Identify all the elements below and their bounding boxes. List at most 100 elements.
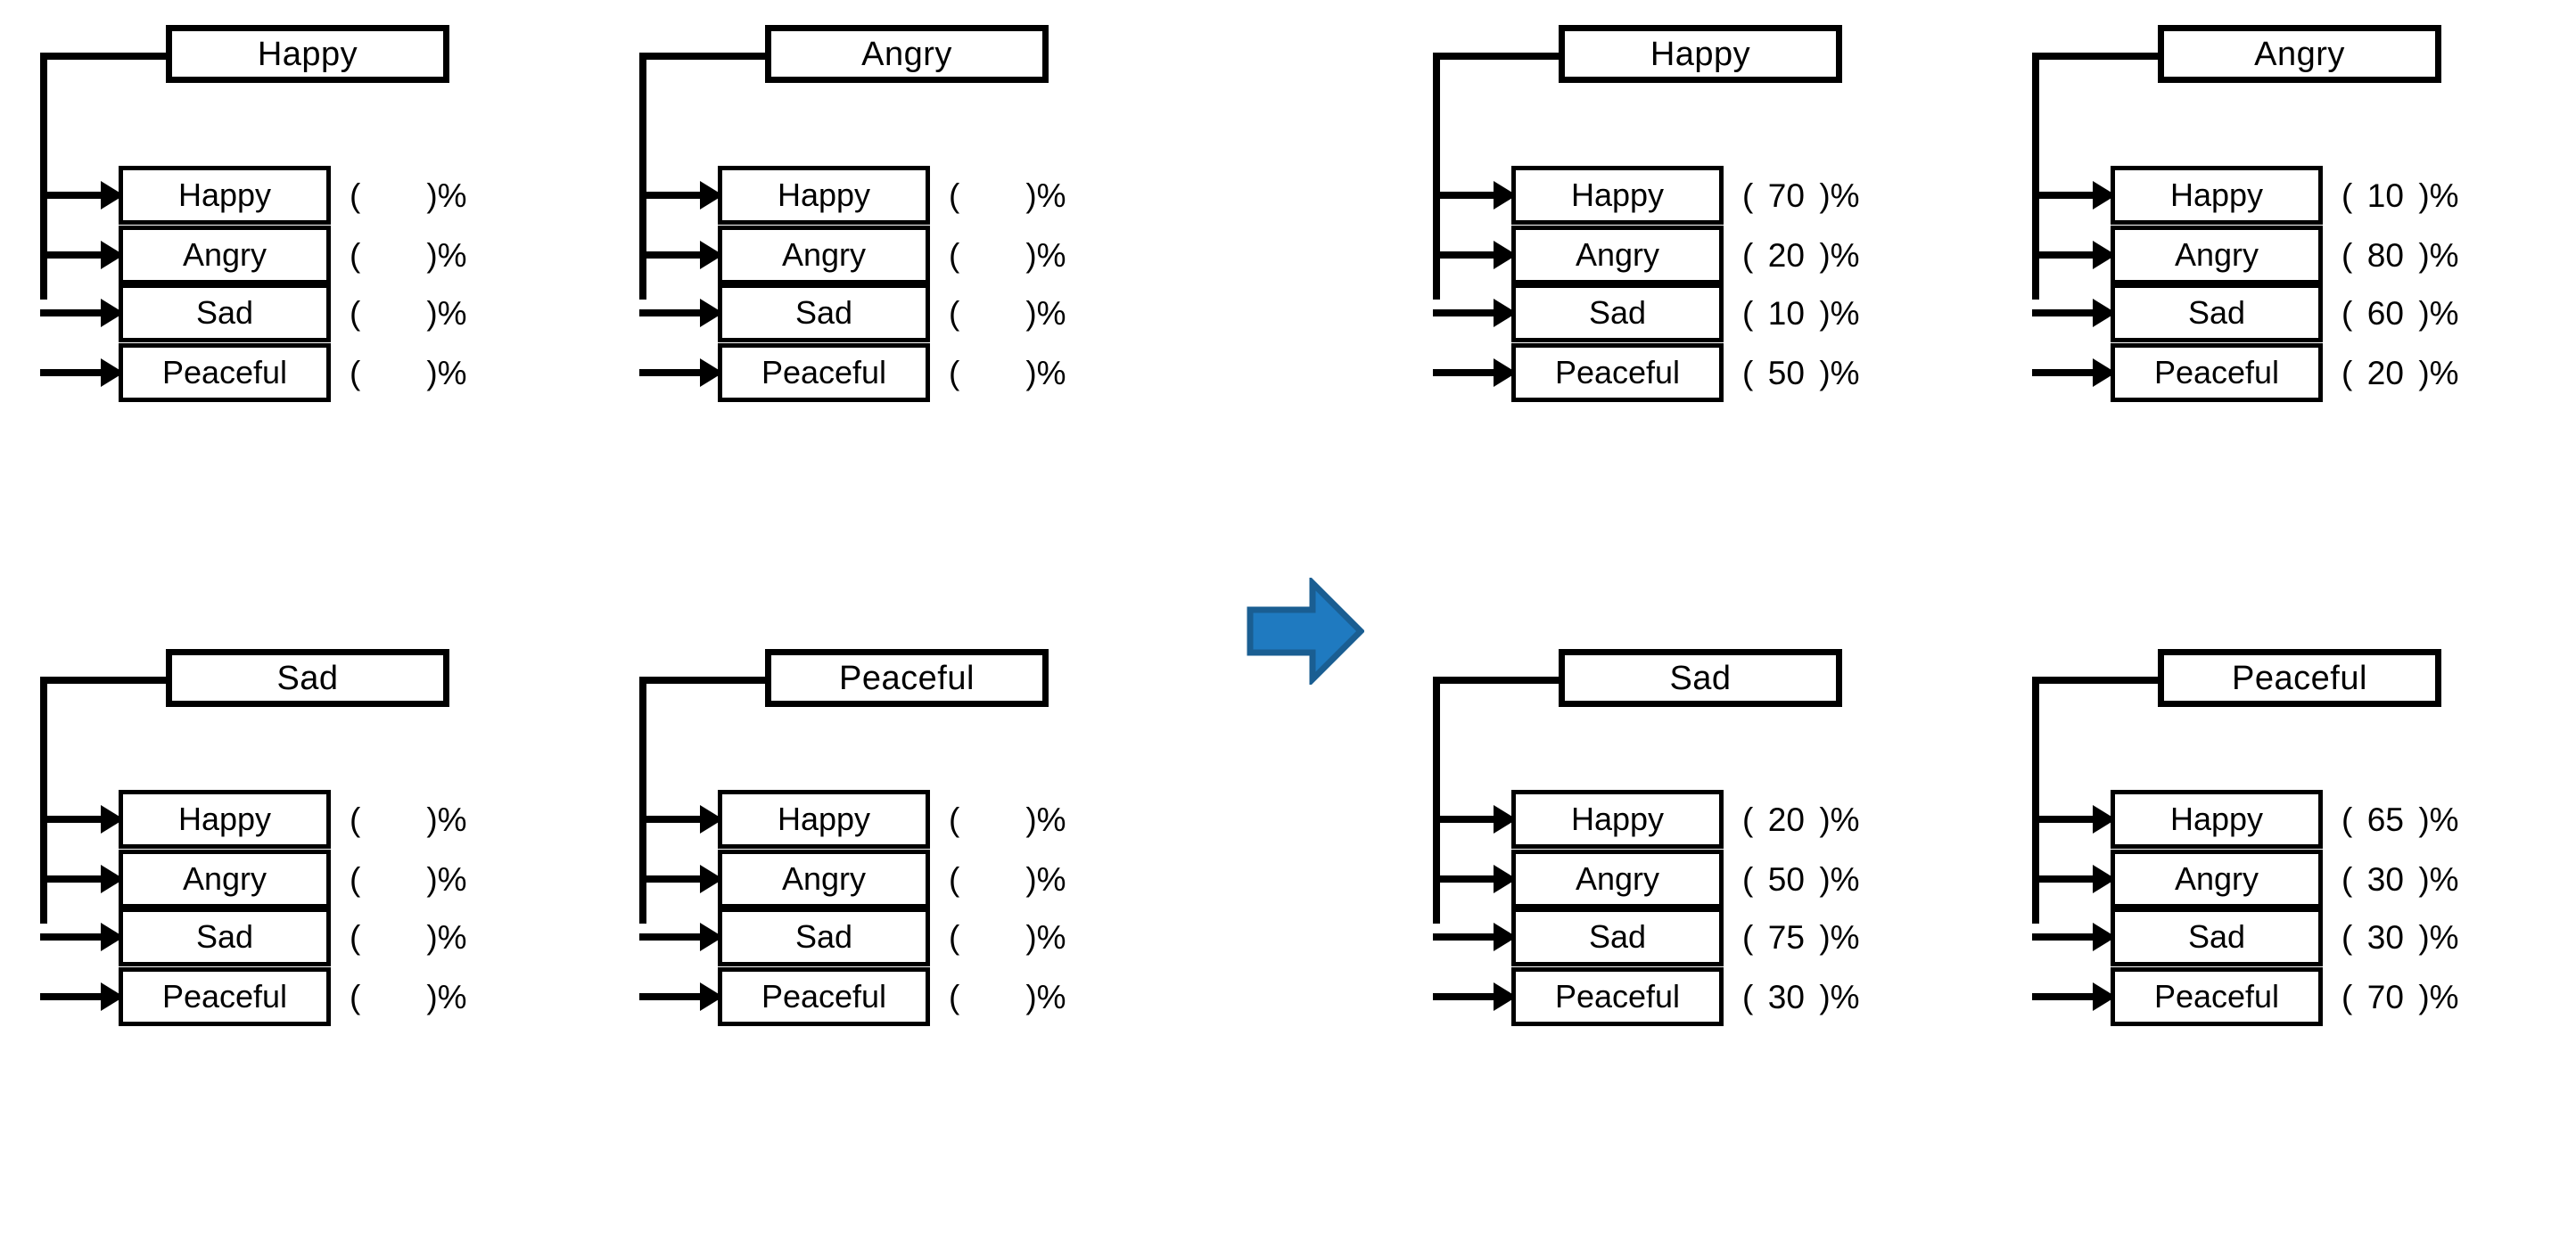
percent-field[interactable]: ()%	[350, 166, 555, 225]
connector-line	[40, 993, 108, 1000]
paren-open: (	[350, 354, 361, 391]
connector-trunk-top	[639, 677, 769, 684]
connector-line	[2032, 309, 2100, 316]
paren-open: (	[949, 236, 960, 274]
percent-value[interactable]: 10	[1767, 294, 1805, 332]
emotion-row-box: Angry	[718, 850, 930, 908]
percent-field[interactable]: ()%	[949, 166, 1154, 225]
emotion-row-label: Sad	[195, 294, 254, 331]
emotion-row-box: Happy	[718, 790, 930, 849]
paren-open: (	[350, 801, 361, 838]
percent-field[interactable]: ()%	[949, 850, 1154, 908]
paren-open: (	[949, 177, 960, 214]
emotion-row-label: Peaceful	[2153, 354, 2280, 390]
connector-line	[639, 933, 707, 941]
emotion-row-box: Angry	[1511, 226, 1724, 284]
connector-line	[2032, 251, 2100, 259]
connector-line	[40, 875, 108, 883]
group-header-box: Peaceful	[2158, 649, 2441, 707]
emotion-row-box: Sad	[718, 908, 930, 966]
emotion-row-label: Peaceful	[161, 978, 288, 1015]
paren-open: (	[2341, 978, 2353, 1015]
percent-value[interactable]: 10	[2366, 177, 2404, 214]
percent-value[interactable]: 20	[2366, 354, 2404, 391]
percent-value[interactable]: 70	[1767, 177, 1805, 214]
paren-open: (	[350, 177, 361, 214]
paren-close-percent: )%	[426, 978, 467, 1015]
connector-trunk	[40, 53, 47, 300]
percent-field[interactable]: ()%	[350, 283, 555, 342]
percent-field[interactable]: (30)%	[2341, 850, 2547, 908]
percent-field[interactable]: (50)%	[1742, 850, 1947, 908]
percent-value[interactable]: 20	[1767, 801, 1805, 838]
connector-line	[639, 369, 707, 376]
percent-value[interactable]: 70	[2366, 978, 2404, 1015]
emotion-row-label: Angry	[1575, 860, 1660, 897]
connector-line	[2032, 192, 2100, 199]
percent-value[interactable]: 50	[1767, 860, 1805, 898]
emotion-row-label: Angry	[182, 236, 267, 273]
group-header-box: Angry	[2158, 25, 2441, 83]
percent-field[interactable]: (10)%	[2341, 166, 2547, 225]
percent-field[interactable]: (70)%	[1742, 166, 1947, 225]
emotion-row-box: Peaceful	[2111, 343, 2323, 402]
percent-field[interactable]: (50)%	[1742, 343, 1947, 402]
group-header-label: Happy	[257, 35, 358, 73]
emotion-row-label: Sad	[2187, 294, 2246, 331]
percent-value[interactable]: 30	[2366, 860, 2404, 898]
percent-field[interactable]: ()%	[949, 908, 1154, 966]
percent-field[interactable]: (60)%	[2341, 283, 2547, 342]
paren-open: (	[2341, 860, 2353, 898]
connector-trunk-top	[1433, 53, 1562, 60]
emotion-row-box: Angry	[718, 226, 930, 284]
percent-value[interactable]: 30	[1767, 978, 1805, 1015]
percent-field[interactable]: (70)%	[2341, 967, 2547, 1026]
percent-field[interactable]: ()%	[350, 226, 555, 284]
paren-close-percent: )%	[1819, 177, 1860, 214]
percent-field[interactable]: (30)%	[2341, 908, 2547, 966]
connector-trunk-foot	[1433, 292, 1440, 300]
connector-trunk	[2032, 677, 2039, 924]
percent-field[interactable]: ()%	[350, 850, 555, 908]
percent-field[interactable]: ()%	[949, 343, 1154, 402]
percent-field[interactable]: (20)%	[1742, 226, 1947, 284]
group-header-label: Happy	[1650, 35, 1751, 73]
percent-value[interactable]: 30	[2366, 918, 2404, 956]
percent-value[interactable]: 75	[1767, 918, 1805, 956]
percent-value[interactable]: 60	[2366, 294, 2404, 332]
connector-trunk	[1433, 53, 1440, 300]
percent-field[interactable]: ()%	[949, 283, 1154, 342]
connector-trunk-foot	[2032, 916, 2039, 924]
paren-close-percent: )%	[1819, 354, 1860, 391]
group-header-box: Happy	[1559, 25, 1842, 83]
percent-field[interactable]: ()%	[949, 967, 1154, 1026]
paren-open: (	[2341, 177, 2353, 214]
percent-field[interactable]: ()%	[350, 908, 555, 966]
emotion-row-box: Sad	[2111, 283, 2323, 342]
percent-field[interactable]: ()%	[350, 967, 555, 1026]
percent-value[interactable]: 80	[2366, 236, 2404, 274]
percent-field[interactable]: (75)%	[1742, 908, 1947, 966]
paren-close-percent: )%	[1025, 236, 1066, 274]
percent-field[interactable]: (10)%	[1742, 283, 1947, 342]
percent-field[interactable]: ()%	[350, 790, 555, 849]
percent-field[interactable]: ()%	[350, 343, 555, 402]
percent-value[interactable]: 20	[1767, 236, 1805, 274]
connector-trunk-foot	[40, 292, 47, 300]
connector-line	[2032, 875, 2100, 883]
percent-field[interactable]: (20)%	[2341, 343, 2547, 402]
percent-field[interactable]: (80)%	[2341, 226, 2547, 284]
percent-value[interactable]: 50	[1767, 354, 1805, 391]
group-header-box: Sad	[1559, 649, 1842, 707]
percent-field[interactable]: ()%	[949, 226, 1154, 284]
paren-close-percent: )%	[426, 860, 467, 898]
percent-field[interactable]: (30)%	[1742, 967, 1947, 1026]
paren-close-percent: )%	[2418, 177, 2459, 214]
connector-line	[1433, 993, 1501, 1000]
percent-value[interactable]: 65	[2366, 801, 2404, 838]
connector-line	[639, 816, 707, 823]
percent-field[interactable]: (65)%	[2341, 790, 2547, 849]
percent-field[interactable]: ()%	[949, 790, 1154, 849]
percent-field[interactable]: (20)%	[1742, 790, 1947, 849]
